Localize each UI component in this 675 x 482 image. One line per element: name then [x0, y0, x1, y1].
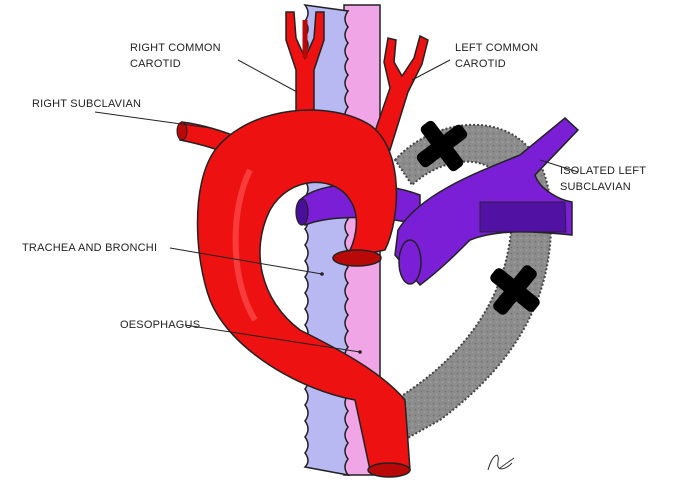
label-oesophagus: OESOPHAGUS: [120, 317, 200, 333]
label-line: SUBCLAVIAN: [560, 179, 646, 195]
label-line: LEFT COMMON: [455, 40, 538, 56]
label-line: ISOLATED LEFT: [560, 163, 646, 179]
label-line: RIGHT COMMON: [130, 40, 221, 56]
label-isolated-left-subclavian: ISOLATED LEFT SUBCLAVIAN: [560, 163, 646, 195]
label-right-subclavian: RIGHT SUBCLAVIAN: [32, 96, 141, 112]
aorta-cut-end-upper: [333, 250, 381, 266]
label-line: CAROTID: [455, 56, 538, 72]
label-trachea-and-bronchi: TRACHEA AND BRONCHI: [22, 240, 157, 256]
aorta-cut-end-lower: [368, 463, 410, 477]
label-line: CAROTID: [130, 56, 221, 72]
label-right-common-carotid: RIGHT COMMON CAROTID: [130, 40, 221, 72]
label-left-common-carotid: LEFT COMMON CAROTID: [455, 40, 538, 72]
signature-icon: [488, 455, 514, 470]
